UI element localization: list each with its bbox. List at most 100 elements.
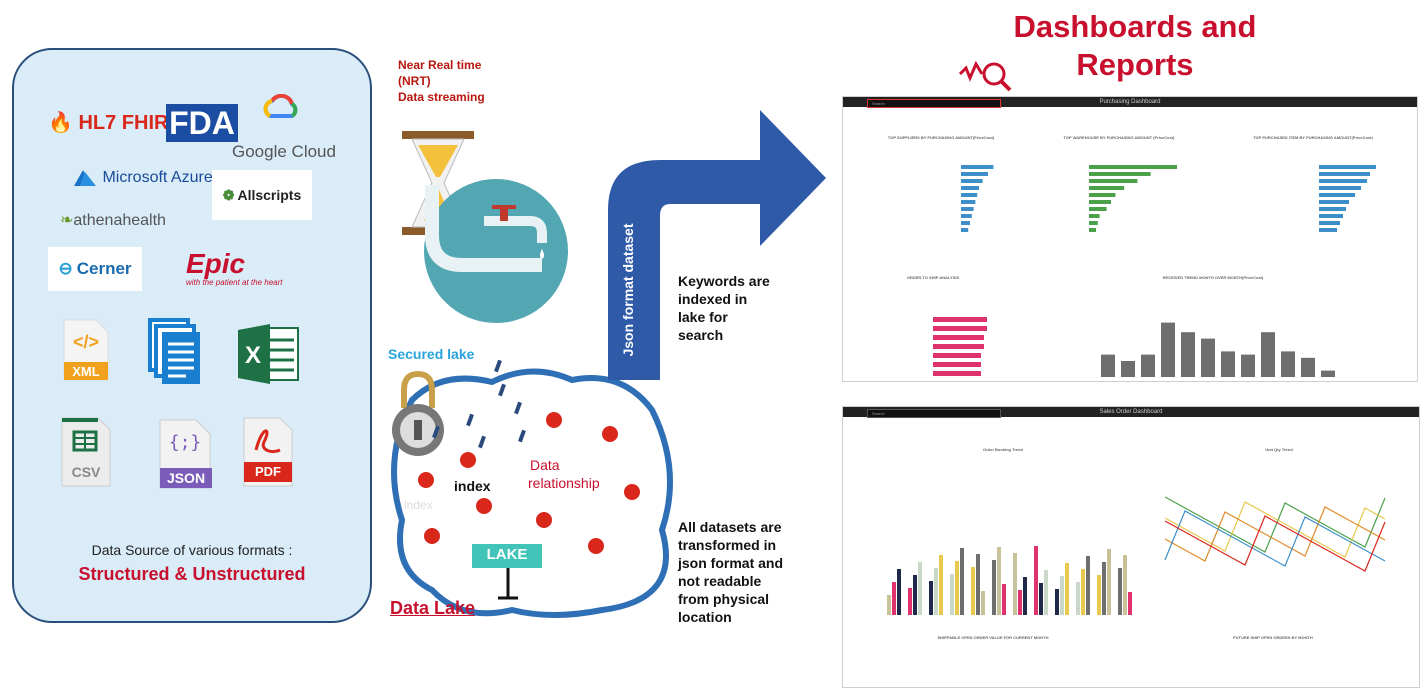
booking-trend-bar [971,567,975,615]
booking-trend-bar [1076,582,1080,615]
supplier-bar [961,200,976,204]
warehouse-bar [1089,207,1107,211]
nrt-label: Near Real time (NRT) Data streaming [398,58,485,104]
google-cloud-icon [262,93,300,129]
allscripts-logo: ❁ Allscripts [212,170,312,220]
purchasing-charts [933,165,1376,377]
booking-trend-bar [1102,562,1106,615]
received-trend-bar [1241,354,1255,377]
json-dataset-label-wrap: Json format dataset [612,206,640,376]
secured-lake-label: Secured lake [388,346,475,362]
epic-logo: Epic [186,248,246,279]
booking-trend-bar [992,560,996,615]
dashboard-topbar [843,97,1417,107]
google-cloud-label: Google Cloud [232,142,336,161]
search-input[interactable]: Search [867,99,1001,108]
order-ship-bar [933,344,984,349]
azure-icon [74,170,96,186]
item-bar [1319,172,1370,176]
faucet-circle-icon [424,179,568,323]
warehouse-bar [1089,179,1138,183]
warehouse-bar [1089,200,1111,204]
purchasing-dashboard-title: Purchasing Dashboard [1099,99,1161,105]
booking-trend-bar [976,554,980,615]
booking-trend-bar [1086,556,1090,615]
item-bar [1319,165,1376,169]
order-ship-bar [933,317,987,322]
panel-title: Unit Qty Trend [1265,447,1293,452]
panel-title: FUTURE SHIP OPEN ORDERS BY MONTH [1233,635,1313,640]
index-faded-label: index [404,498,433,512]
received-trend-bar [1181,332,1195,377]
order-ship-bar [933,353,981,358]
booking-trend-bar [1055,589,1059,615]
supplier-bar [961,221,970,225]
unit-qty-line [1164,496,1386,553]
epic-tagline: with the patient at the heart [186,278,283,287]
booking-trend-bar [918,562,922,615]
allscripts-icon: ❁ [222,186,235,203]
sales-dashboard-title: Sales Order Dashboard [1099,409,1163,415]
booking-trend-bar [1107,549,1111,615]
supplier-bar [961,172,988,176]
warehouse-bar [1089,172,1151,176]
order-ship-bar [933,326,987,331]
json-file-icon: {;} JSON [156,418,212,489]
lake-sign-text: LAKE [486,546,528,563]
pdf-file-icon: PDF [242,416,294,487]
index-label: index [454,478,491,494]
booking-trend-bar [1060,576,1064,615]
dashboard-topbar [843,407,1419,417]
booking-trend-bar [1081,569,1085,615]
panel-title: ORDER TO SHIP ANALYSIS [906,275,960,280]
supplier-bar [961,165,994,169]
cerner-icon: ⊖ [58,259,73,278]
padlock-icon [392,370,444,456]
received-trend-bar [1201,338,1215,377]
received-trend-bar [1121,361,1135,377]
supplier-bar [961,179,983,183]
booking-trend-bar [934,568,938,615]
item-bar [1319,186,1361,190]
fda-logo: FDA [166,104,238,142]
booking-trend-bar [1065,563,1069,615]
booking-trend-bar [981,591,985,615]
search-input[interactable]: Search [867,409,1001,418]
item-bar [1319,221,1340,225]
supplier-bar [961,207,974,211]
booking-trend-bar [1013,553,1017,615]
received-trend-bar [1261,332,1275,377]
sales-charts [887,496,1386,615]
unit-qty-line [1164,506,1386,562]
received-trend-bar [1301,357,1315,377]
purchasing-dashboard: Purchasing Dashboard Search TOP SUPPLIER… [842,96,1418,382]
booking-trend-bar [1002,584,1006,615]
received-trend-bar [1281,351,1295,377]
keywords-note: Keywords are indexed in lake for search [678,273,770,343]
warehouse-bar [1089,214,1100,218]
order-ship-bar [933,335,984,340]
sources-caption-bold: Structured & Unstructured [78,564,306,584]
supplier-bar [961,214,972,218]
leaf-icon: ❧ [60,212,74,229]
unit-qty-line [1164,510,1386,567]
booking-trend-bar [929,581,933,615]
booking-trend-bar [997,547,1001,615]
documents-stack-icon [146,318,200,384]
json-dataset-label: Json format dataset [620,223,636,357]
data-sources-panel: 🔥 HL7 FHIR FDA Google Cloud Microsoft Az… [12,48,372,623]
booking-trend-bar [950,574,954,615]
svg-text:X: X [245,342,261,369]
warehouse-bar [1089,186,1125,190]
warehouse-bar [1089,221,1098,225]
received-trend-bar [1101,354,1115,377]
item-bar [1319,200,1349,204]
received-trend-bar [1161,322,1175,377]
received-trend-bar [1321,370,1335,377]
sources-caption: Data Source of various formats : [91,542,293,558]
booking-trend-bar [1044,570,1048,615]
lake-sign-board [472,544,542,568]
booking-trend-bar [1118,568,1122,615]
booking-trend-bar [897,569,901,615]
json-dataset-arrow [608,110,826,380]
